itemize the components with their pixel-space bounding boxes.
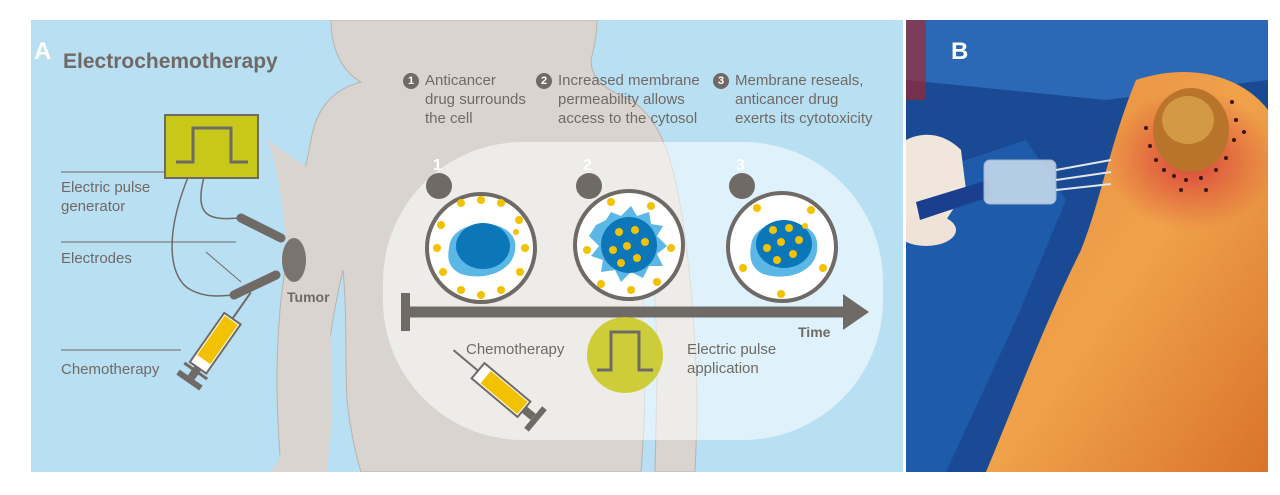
step-1-badge: 1 — [403, 73, 419, 89]
electrode-lower — [229, 270, 281, 300]
tumor — [282, 238, 306, 282]
cable-upper — [200, 169, 242, 220]
panel-a-letter: A — [34, 38, 52, 65]
label-time: Time — [798, 324, 831, 340]
label-electrodes: Electrodes — [61, 250, 132, 267]
syringe-left — [176, 291, 252, 391]
label-chemotherapy-bottom: Chemotherapy — [466, 341, 565, 358]
arm — [267, 140, 332, 472]
label-pulse-application: Electric pulse application — [687, 341, 777, 377]
puncture-marks — [1144, 100, 1246, 192]
surgical-photo — [906, 20, 1268, 472]
step-2-badge: 2 — [536, 73, 552, 89]
time-arrow-head — [843, 294, 869, 330]
electrode-handle — [916, 180, 992, 220]
label-chemotherapy-left: Chemotherapy — [61, 361, 160, 378]
cell-stage-1 — [425, 192, 537, 304]
pulse-application-waveform — [597, 330, 653, 372]
pulse-application-circle — [587, 317, 663, 393]
cell-stage-3 — [726, 191, 838, 303]
diagram-artwork — [61, 20, 883, 472]
electrode-upper — [236, 213, 286, 243]
label-generator: Electric pulse generator — [61, 179, 151, 215]
cell-number-badges — [426, 173, 755, 199]
pulse-generator — [164, 114, 259, 179]
cell-badge-3-label: 3 — [736, 157, 745, 174]
step-3-badge: 3 — [713, 73, 729, 89]
panel-a-diagram: 1 2 3 A Electrochemotherapy Electric pul… — [31, 20, 903, 472]
panel-b-photo: B — [906, 20, 1268, 472]
electrode-head — [983, 159, 1057, 205]
pulse-waveform — [176, 126, 248, 164]
panel-b-letter: B — [951, 38, 969, 65]
cell-stage-2 — [573, 189, 685, 301]
leader-electrodes-2 — [205, 251, 242, 283]
cell-badge-1-label: 1 — [433, 157, 442, 174]
diagram-title: Electrochemotherapy — [63, 50, 278, 73]
syringe-bottom — [452, 349, 547, 432]
cell-badge-2-label: 2 — [583, 157, 592, 174]
label-tumor: Tumor — [287, 289, 330, 305]
time-axis-start — [401, 293, 410, 331]
cable-lower — [171, 169, 235, 297]
electrode-needles — [1055, 159, 1112, 191]
